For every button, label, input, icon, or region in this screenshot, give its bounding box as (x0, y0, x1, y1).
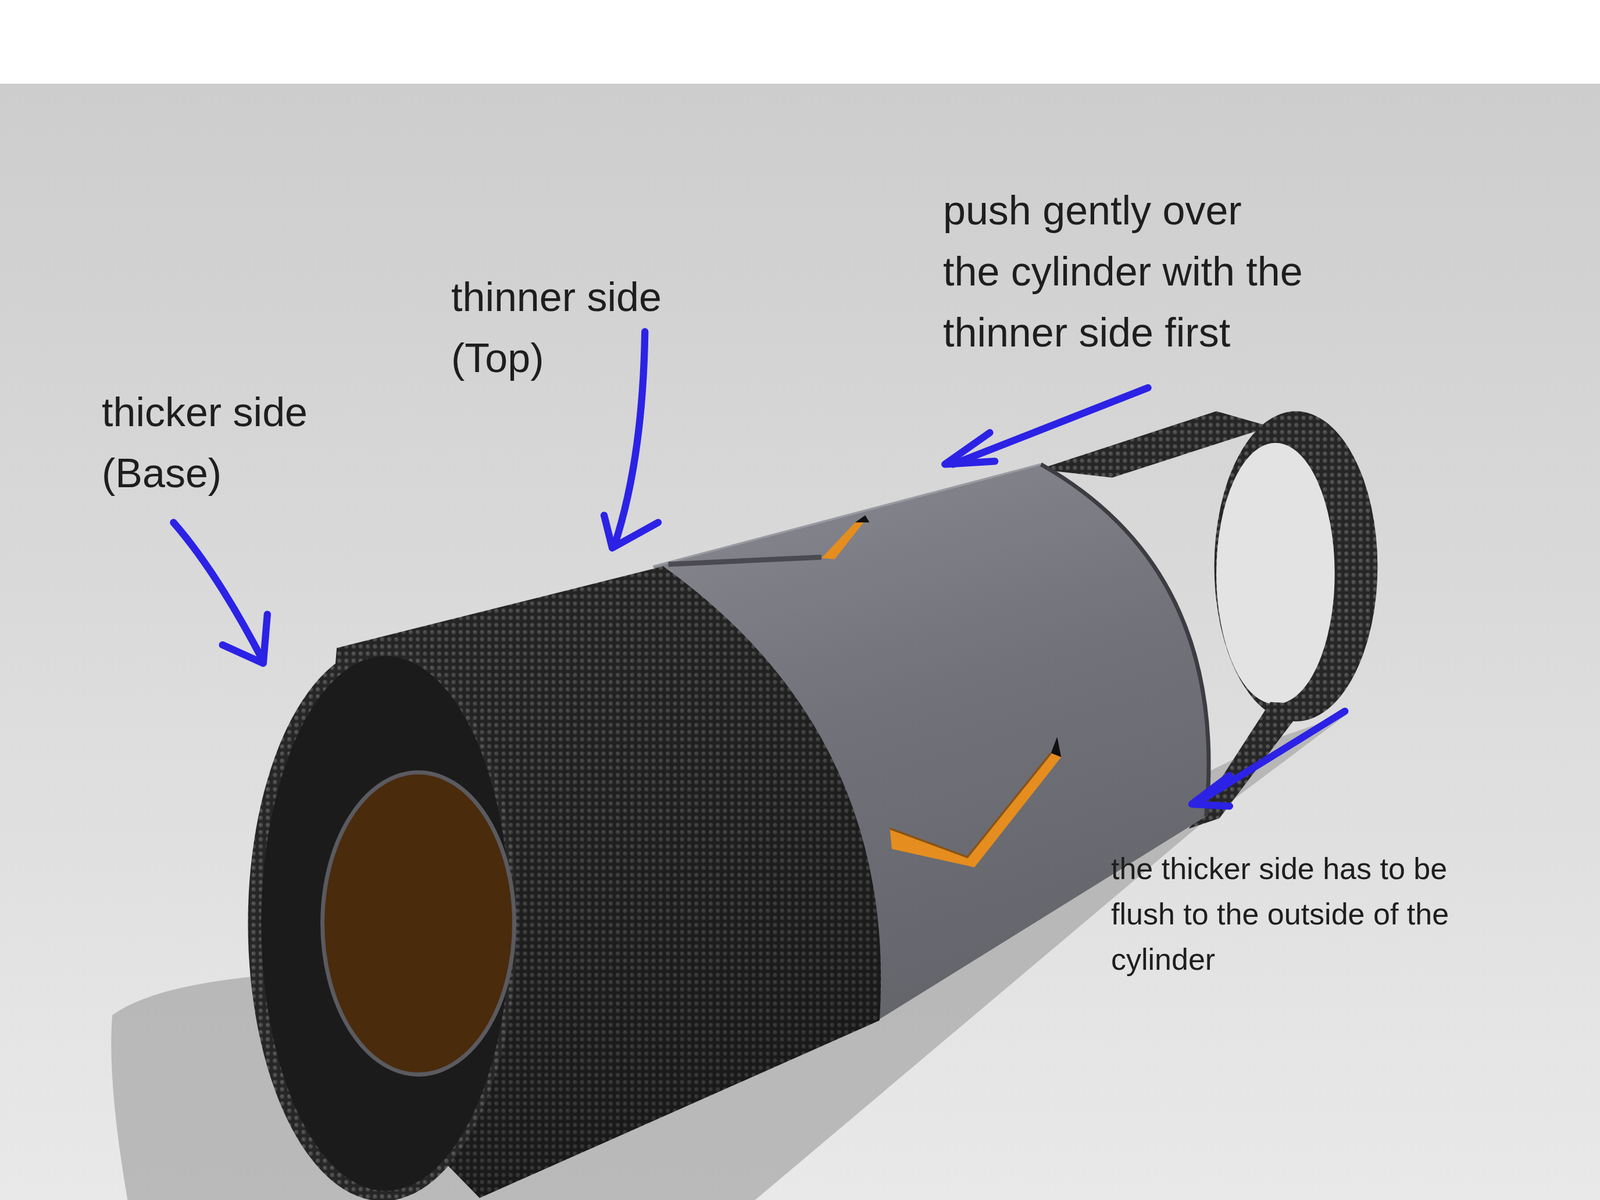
base-sleeve (247, 566, 881, 1200)
backdrop (0, 83, 1600, 1200)
pointer-arrow (173, 331, 1345, 806)
slot (889, 747, 1062, 868)
callout-label: thicker side (Base) (101, 381, 387, 505)
callout-label: thinner side (Top) (451, 266, 737, 389)
note-text: the thicker side has to be flush to the … (1111, 845, 1452, 982)
callout-label: push gently over the cylinder with the t… (943, 180, 1308, 364)
slot (821, 520, 866, 560)
